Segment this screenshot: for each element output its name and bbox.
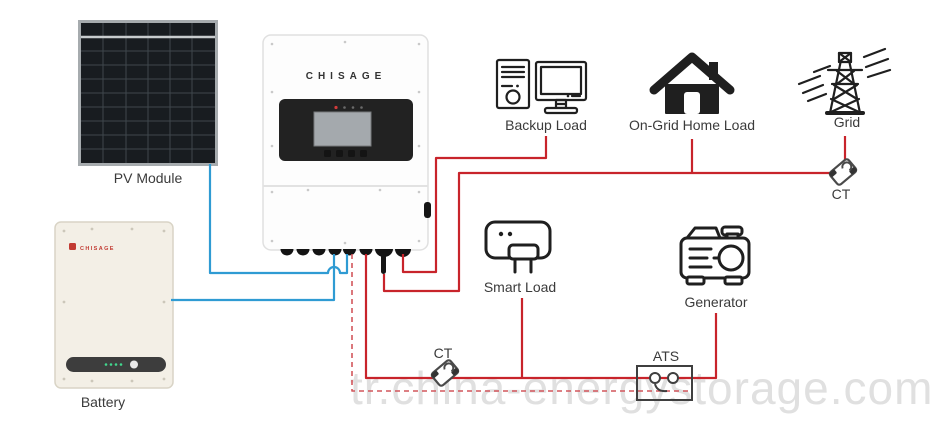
- on-grid-home-load-label: On-Grid Home Load: [629, 117, 755, 133]
- battery-case: [54, 221, 174, 389]
- ct-grid-icon: [828, 158, 858, 186]
- ats-switch-lever: [654, 383, 668, 393]
- smart-load-label: Smart Load: [484, 279, 556, 295]
- pv-module-illustration: [78, 20, 218, 166]
- grid-wire: [382, 171, 833, 293]
- wiring: [171, 136, 847, 392]
- ct-load-label: CT: [434, 345, 453, 361]
- generator-label: Generator: [684, 294, 747, 310]
- battery-label: Battery: [81, 394, 125, 410]
- generator-icon: [679, 225, 751, 286]
- house-icon: [649, 52, 735, 114]
- ats-box: [636, 365, 693, 401]
- backup-load-wire: [401, 136, 548, 274]
- pv-cell-grid: [81, 23, 215, 163]
- battery-led-indicators: [104, 363, 123, 366]
- inverter-status-led: [334, 105, 338, 110]
- grid-tower-icon: [797, 47, 892, 115]
- ats-label: ATS: [653, 348, 679, 364]
- battery-screws: [62, 227, 166, 383]
- pv-module-label: PV Module: [114, 170, 183, 186]
- battery-logo-icon: [69, 243, 76, 250]
- power-lines-left: [797, 64, 832, 103]
- battery-power-button: [130, 360, 138, 369]
- inverter-grid-cable: [381, 252, 386, 274]
- grid-label: Grid: [834, 114, 860, 130]
- inverter-screws: [270, 40, 421, 245]
- battery-brand: CHISAGE: [80, 246, 115, 252]
- labels: PV Module Battery Backup Load On-Grid Ho…: [81, 114, 860, 410]
- ct-load-icon: [430, 359, 460, 387]
- computer-icon: [495, 58, 588, 115]
- power-lines-right: [862, 47, 892, 79]
- inverter-illustration: CHISAGE: [262, 34, 431, 274]
- ats-dashed-wire: [351, 254, 691, 392]
- battery-dc-wire: [171, 254, 336, 302]
- ct-grid-label: CT: [832, 186, 851, 202]
- smart-load-icon: [484, 220, 552, 274]
- inverter-lcd-screen: [313, 111, 372, 147]
- generator-bus-wire: [364, 254, 718, 380]
- inverter-buttons: [324, 150, 367, 157]
- inverter-side-latch: [424, 202, 431, 218]
- battery-illustration: CHISAGE: [54, 221, 174, 389]
- inverter-connectors: [280, 249, 411, 257]
- backup-load-label: Backup Load: [505, 117, 587, 133]
- inverter-brand: CHISAGE: [306, 71, 387, 82]
- inverter-panel-dots: [343, 106, 363, 109]
